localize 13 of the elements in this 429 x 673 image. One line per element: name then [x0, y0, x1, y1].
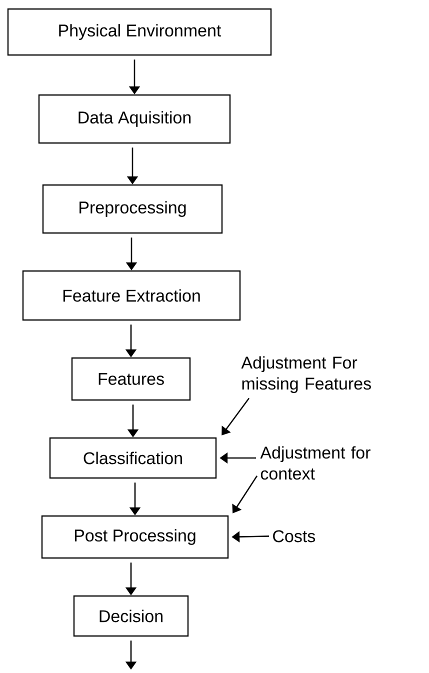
annotation-text: Costs: [273, 530, 316, 542]
process-box: Features: [71, 357, 191, 401]
process-box: Data Aquisition: [38, 94, 231, 144]
process-box: Preprocessing: [42, 184, 223, 234]
process-box: Physical Environment: [7, 8, 272, 56]
annotation-text: Adjustment for context: [260, 446, 370, 480]
process-box: Classification: [49, 437, 217, 479]
process-box: Post Processing: [41, 515, 229, 559]
arrow: [222, 398, 250, 436]
arrow: [232, 476, 258, 514]
process-box: Feature Extraction: [22, 270, 241, 321]
process-box: Decision: [73, 595, 189, 637]
annotation-text: Adjustment For missing Features: [241, 356, 371, 394]
